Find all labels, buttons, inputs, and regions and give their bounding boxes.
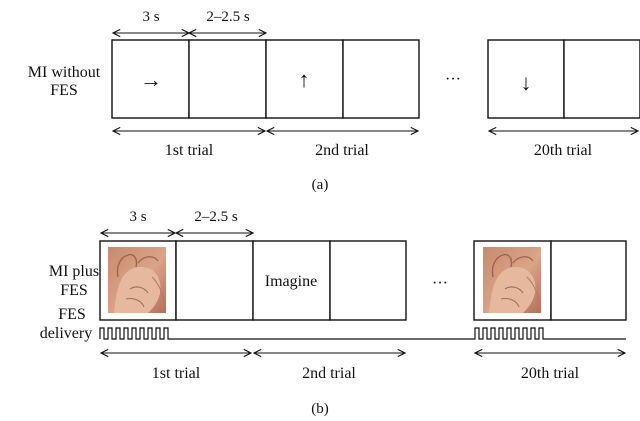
panel-b-imagine-text: Imagine: [265, 273, 317, 290]
panel-b-cue-duration-label: 3 s: [129, 209, 146, 225]
panel-b-trial20-rest-box: [550, 240, 627, 321]
hand-image-icon: [482, 246, 542, 314]
panel-b-rest-duration-label: 2–2.5 s: [194, 209, 238, 225]
panel-b-ellipsis: ···: [432, 275, 448, 292]
panel-b-row-label-line2: FES: [60, 282, 88, 299]
panel-a-trial20-label: 20th trial: [534, 142, 593, 159]
panel-b-trial20-label: 20th trial: [521, 365, 580, 382]
panel-b-trial1-label: 1st trial: [152, 365, 201, 382]
panel-a-trial1-rest-box: [188, 39, 267, 119]
panel-b-trial2-rest-box: [329, 240, 407, 321]
panel-a-ellipsis: ···: [445, 71, 461, 88]
panel-a-trial2-rest-box: [342, 39, 420, 119]
fes-pulse-train: [99, 327, 626, 340]
hand-image-icon: [107, 246, 167, 314]
panel-b-row-label-line1: MI plus: [49, 263, 99, 280]
right-arrow-icon: →: [140, 67, 162, 92]
panel-a-trial20-cue-box: [487, 39, 565, 119]
panel-a-row-label-line1: MI without: [28, 64, 101, 81]
panel-a-caption: (a): [312, 177, 329, 193]
panel-b-delivery-label-line2: delivery: [40, 325, 92, 342]
panel-b-trial1-rest-box: [175, 240, 254, 321]
panel-a-trial2-label: 2nd trial: [315, 142, 369, 159]
panel-a-trial1-cue-box: [111, 39, 190, 119]
panel-b-caption: (b): [311, 401, 329, 417]
panel-a-trial2-cue-box: [265, 39, 344, 119]
panel-a-row-label-line2: FES: [50, 82, 78, 99]
panel-b-trial2-label: 2nd trial: [302, 365, 356, 382]
panel-a-rest-duration-label: 2–2.5 s: [206, 9, 250, 25]
panel-b: MI plus FES FES delivery 3 s 2–2.5 s Ima…: [40, 209, 627, 417]
up-arrow-icon: ↑: [299, 67, 310, 92]
panel-a-cue-duration-label: 3 s: [142, 9, 159, 25]
panel-b-trial2-cue-box: [252, 240, 331, 321]
panel-a-trial20-rest-box: [563, 39, 640, 119]
panel-b-delivery-label-line1: FES: [58, 306, 86, 323]
panel-a-trial1-label: 1st trial: [165, 142, 214, 159]
down-arrow-icon: ↓: [521, 70, 532, 95]
panel-a: MI without FES 3 s 2–2.5 s → ↑ ↓ ··· 1st…: [28, 9, 640, 193]
